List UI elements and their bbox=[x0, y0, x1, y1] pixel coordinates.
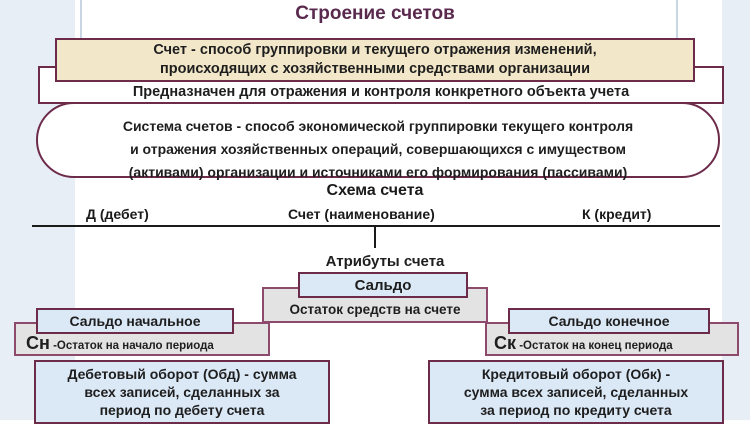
system-of-accounts-oval: Система счетов - способ экономической гр… bbox=[36, 102, 720, 180]
t-account-horizontal-line bbox=[32, 225, 720, 227]
account-name-label: Счет (наименование) bbox=[288, 206, 435, 222]
end-saldo-label: Сальдо конечное bbox=[548, 313, 670, 329]
debit-turnover-line-3: период по дебету счета bbox=[99, 402, 265, 418]
end-saldo-desc: -Остаток на конец периода bbox=[519, 340, 673, 352]
decor-line-left bbox=[80, 0, 82, 40]
saldo-box: Сальдо bbox=[298, 272, 468, 298]
credit-turnover-line-3: за период по кредиту счета bbox=[480, 402, 672, 418]
system-line-1: Система счетов - способ экономической гр… bbox=[122, 117, 634, 134]
attributes-title: Атрибуты счета bbox=[325, 253, 445, 270]
end-saldo-abbr: Ск bbox=[494, 333, 517, 353]
start-saldo-desc: -Остаток на начало периода bbox=[53, 340, 214, 352]
schema-title: Схема счета bbox=[326, 182, 424, 199]
system-line-2: и отражения хозяйственных операций, сове… bbox=[130, 140, 626, 157]
page-title: Строение счетов bbox=[295, 3, 455, 24]
saldo-label: Сальдо bbox=[354, 276, 412, 294]
system-line-3: (активами) организации и источниками его… bbox=[128, 163, 628, 180]
debit-turnover-line-2: всех записей, сделанных за bbox=[84, 384, 280, 400]
start-saldo-box: Сальдо начальное bbox=[36, 308, 234, 334]
debit-turnover-box: Дебетовый оборот (Обд) - сумма всех запи… bbox=[34, 360, 330, 424]
start-saldo-label: Сальдо начальное bbox=[69, 313, 201, 329]
start-saldo-abbr: Сн bbox=[26, 333, 50, 353]
end-saldo-description: Ск -Остаток на конец периода bbox=[494, 333, 673, 354]
credit-label: К (кредит) bbox=[582, 206, 652, 222]
decor-line-right bbox=[676, 0, 678, 40]
end-saldo-box: Сальдо конечное bbox=[508, 308, 710, 334]
credit-turnover-box: Кредитовый оборот (Обк) - сумма всех зап… bbox=[428, 360, 724, 424]
start-saldo-description: Сн -Остаток на начало периода bbox=[26, 333, 214, 354]
debit-turnover-line-1: Дебетовый оборот (Обд) - сумма bbox=[67, 366, 297, 382]
purpose-text: Предназначен для отражения и контроля ко… bbox=[132, 84, 630, 100]
definition-line-1: Счет - способ группировки и текущего отр… bbox=[153, 42, 597, 58]
credit-turnover-line-2: сумма всех записей, сделанных bbox=[463, 384, 689, 400]
definition-line-2: происходящих с хозяйственными средствами… bbox=[159, 61, 590, 77]
definition-box: Счет - способ группировки и текущего отр… bbox=[55, 38, 695, 82]
credit-turnover-line-1: Кредитовый оборот (Обк) - bbox=[481, 366, 671, 382]
debit-label: Д (дебет) bbox=[86, 206, 149, 222]
saldo-description: Остаток средств на счете bbox=[289, 302, 461, 317]
right-decor-bar bbox=[722, 0, 750, 420]
t-account-vertical-line bbox=[374, 226, 376, 248]
